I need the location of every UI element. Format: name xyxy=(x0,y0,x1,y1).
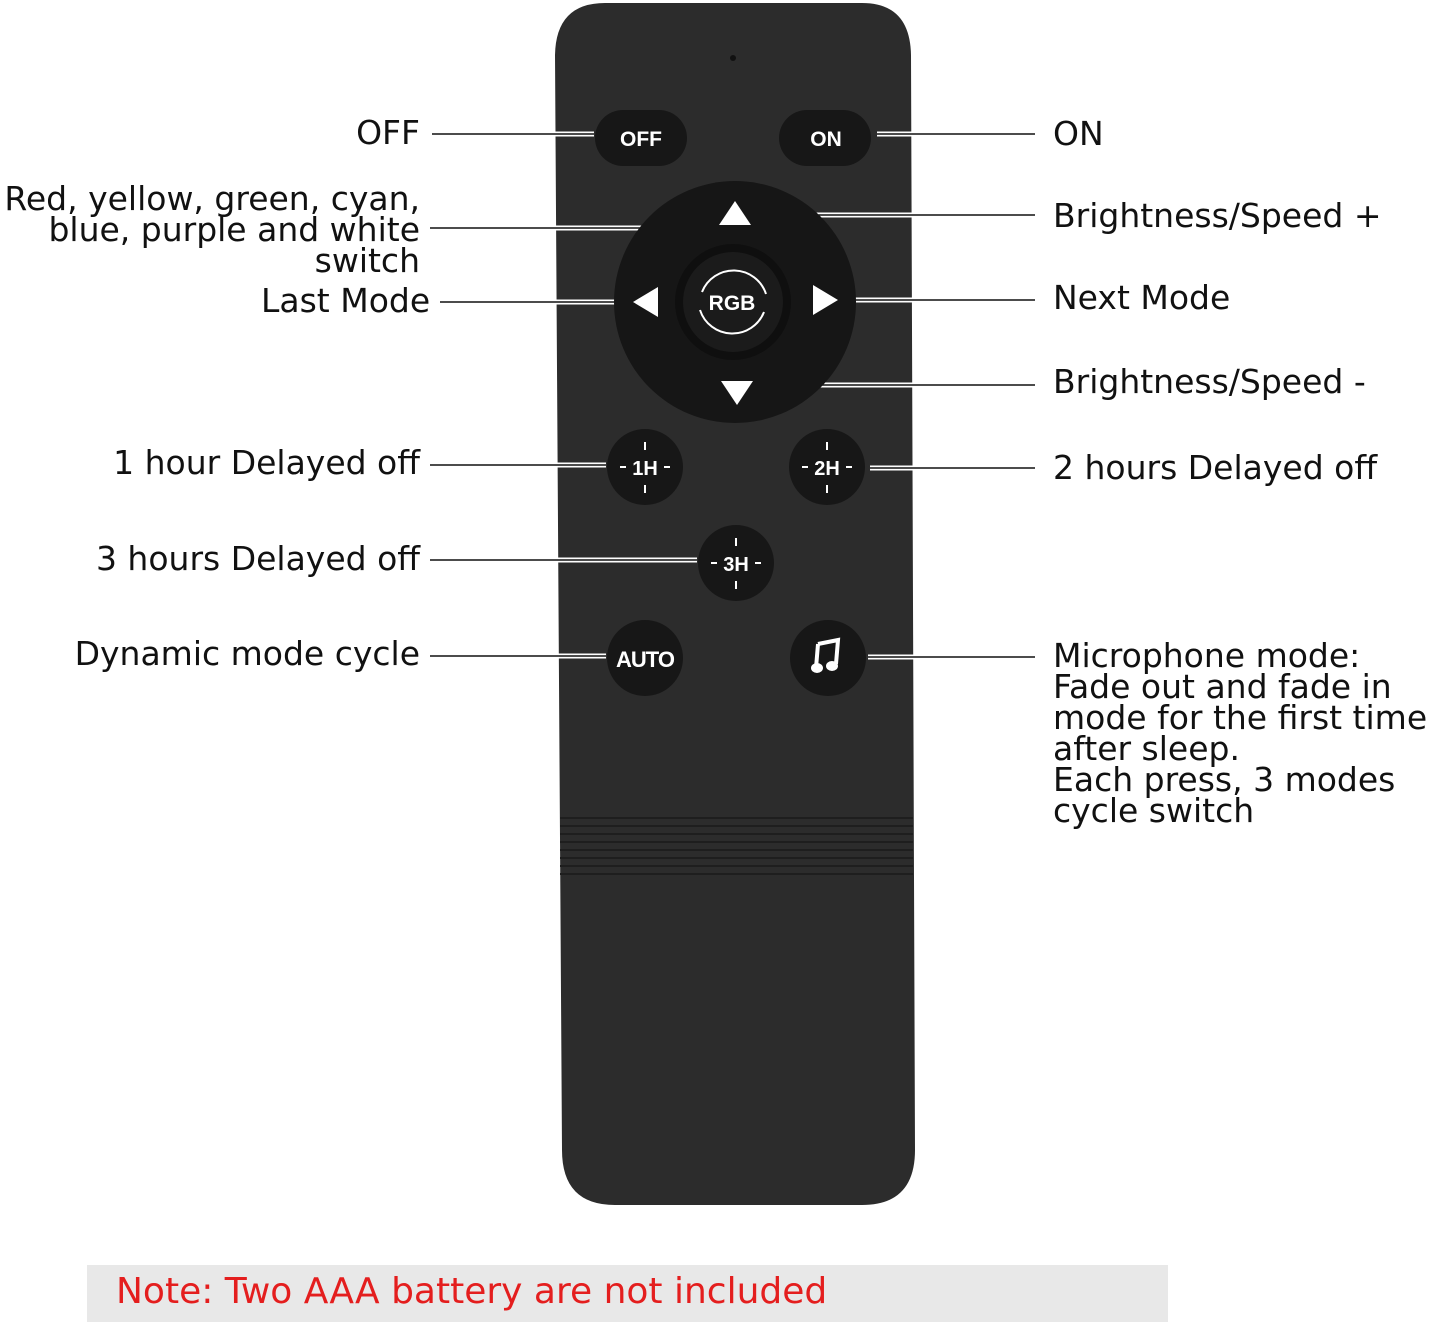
label-1h: 1 hour Delayed off xyxy=(113,443,420,482)
music-note-icon xyxy=(811,637,841,673)
svg-text:3H: 3H xyxy=(723,554,749,576)
left-arrow-button[interactable] xyxy=(633,287,658,317)
label-last-mode: Last Mode xyxy=(261,281,431,320)
up-arrow-button[interactable] xyxy=(719,201,751,225)
svg-text:RGB: RGB xyxy=(709,292,756,315)
right-arrow-button[interactable] xyxy=(813,285,838,315)
label-brightness-minus: Brightness/Speed - xyxy=(1053,362,1366,401)
ribbed-band xyxy=(560,817,913,875)
label-2h: 2 hours Delayed off xyxy=(1053,448,1378,487)
cycle-arrows-icon xyxy=(699,269,767,335)
off-button[interactable]: OFF xyxy=(595,110,687,166)
timer-1h-button[interactable]: 1H xyxy=(607,429,683,505)
svg-text:AUTO: AUTO xyxy=(616,647,675,672)
svg-text:ON: ON xyxy=(810,128,842,151)
on-button[interactable]: ON xyxy=(779,110,871,166)
label-mic: Microphone mode: Fade out and fade in mo… xyxy=(1053,636,1428,830)
label-brightness-plus: Brightness/Speed + xyxy=(1053,196,1382,235)
svg-text:2H: 2H xyxy=(814,458,840,480)
timer-2h-button[interactable]: 2H xyxy=(789,429,865,505)
microphone-mode-button[interactable] xyxy=(790,620,866,696)
note-text: Note: Two AAA battery are not included xyxy=(116,1271,828,1312)
rgb-button[interactable]: RGB xyxy=(675,244,791,360)
label-next-mode: Next Mode xyxy=(1053,278,1231,317)
label-auto: Dynamic mode cycle xyxy=(74,634,420,673)
down-arrow-button[interactable] xyxy=(721,381,753,405)
label-3h: 3 hours Delayed off xyxy=(95,539,420,578)
ir-sensor xyxy=(730,55,736,61)
svg-text:1H: 1H xyxy=(632,458,658,480)
svg-text:OFF: OFF xyxy=(620,128,662,151)
label-rgb: Red, yellow, green, cyan, blue, purple a… xyxy=(4,179,420,280)
timer-3h-button[interactable]: 3H xyxy=(698,525,774,601)
label-on: ON xyxy=(1053,114,1104,153)
auto-button[interactable]: AUTO xyxy=(607,620,683,696)
battery-note: Note: Two AAA battery are not included xyxy=(87,1265,1168,1322)
label-off: OFF xyxy=(356,113,420,152)
